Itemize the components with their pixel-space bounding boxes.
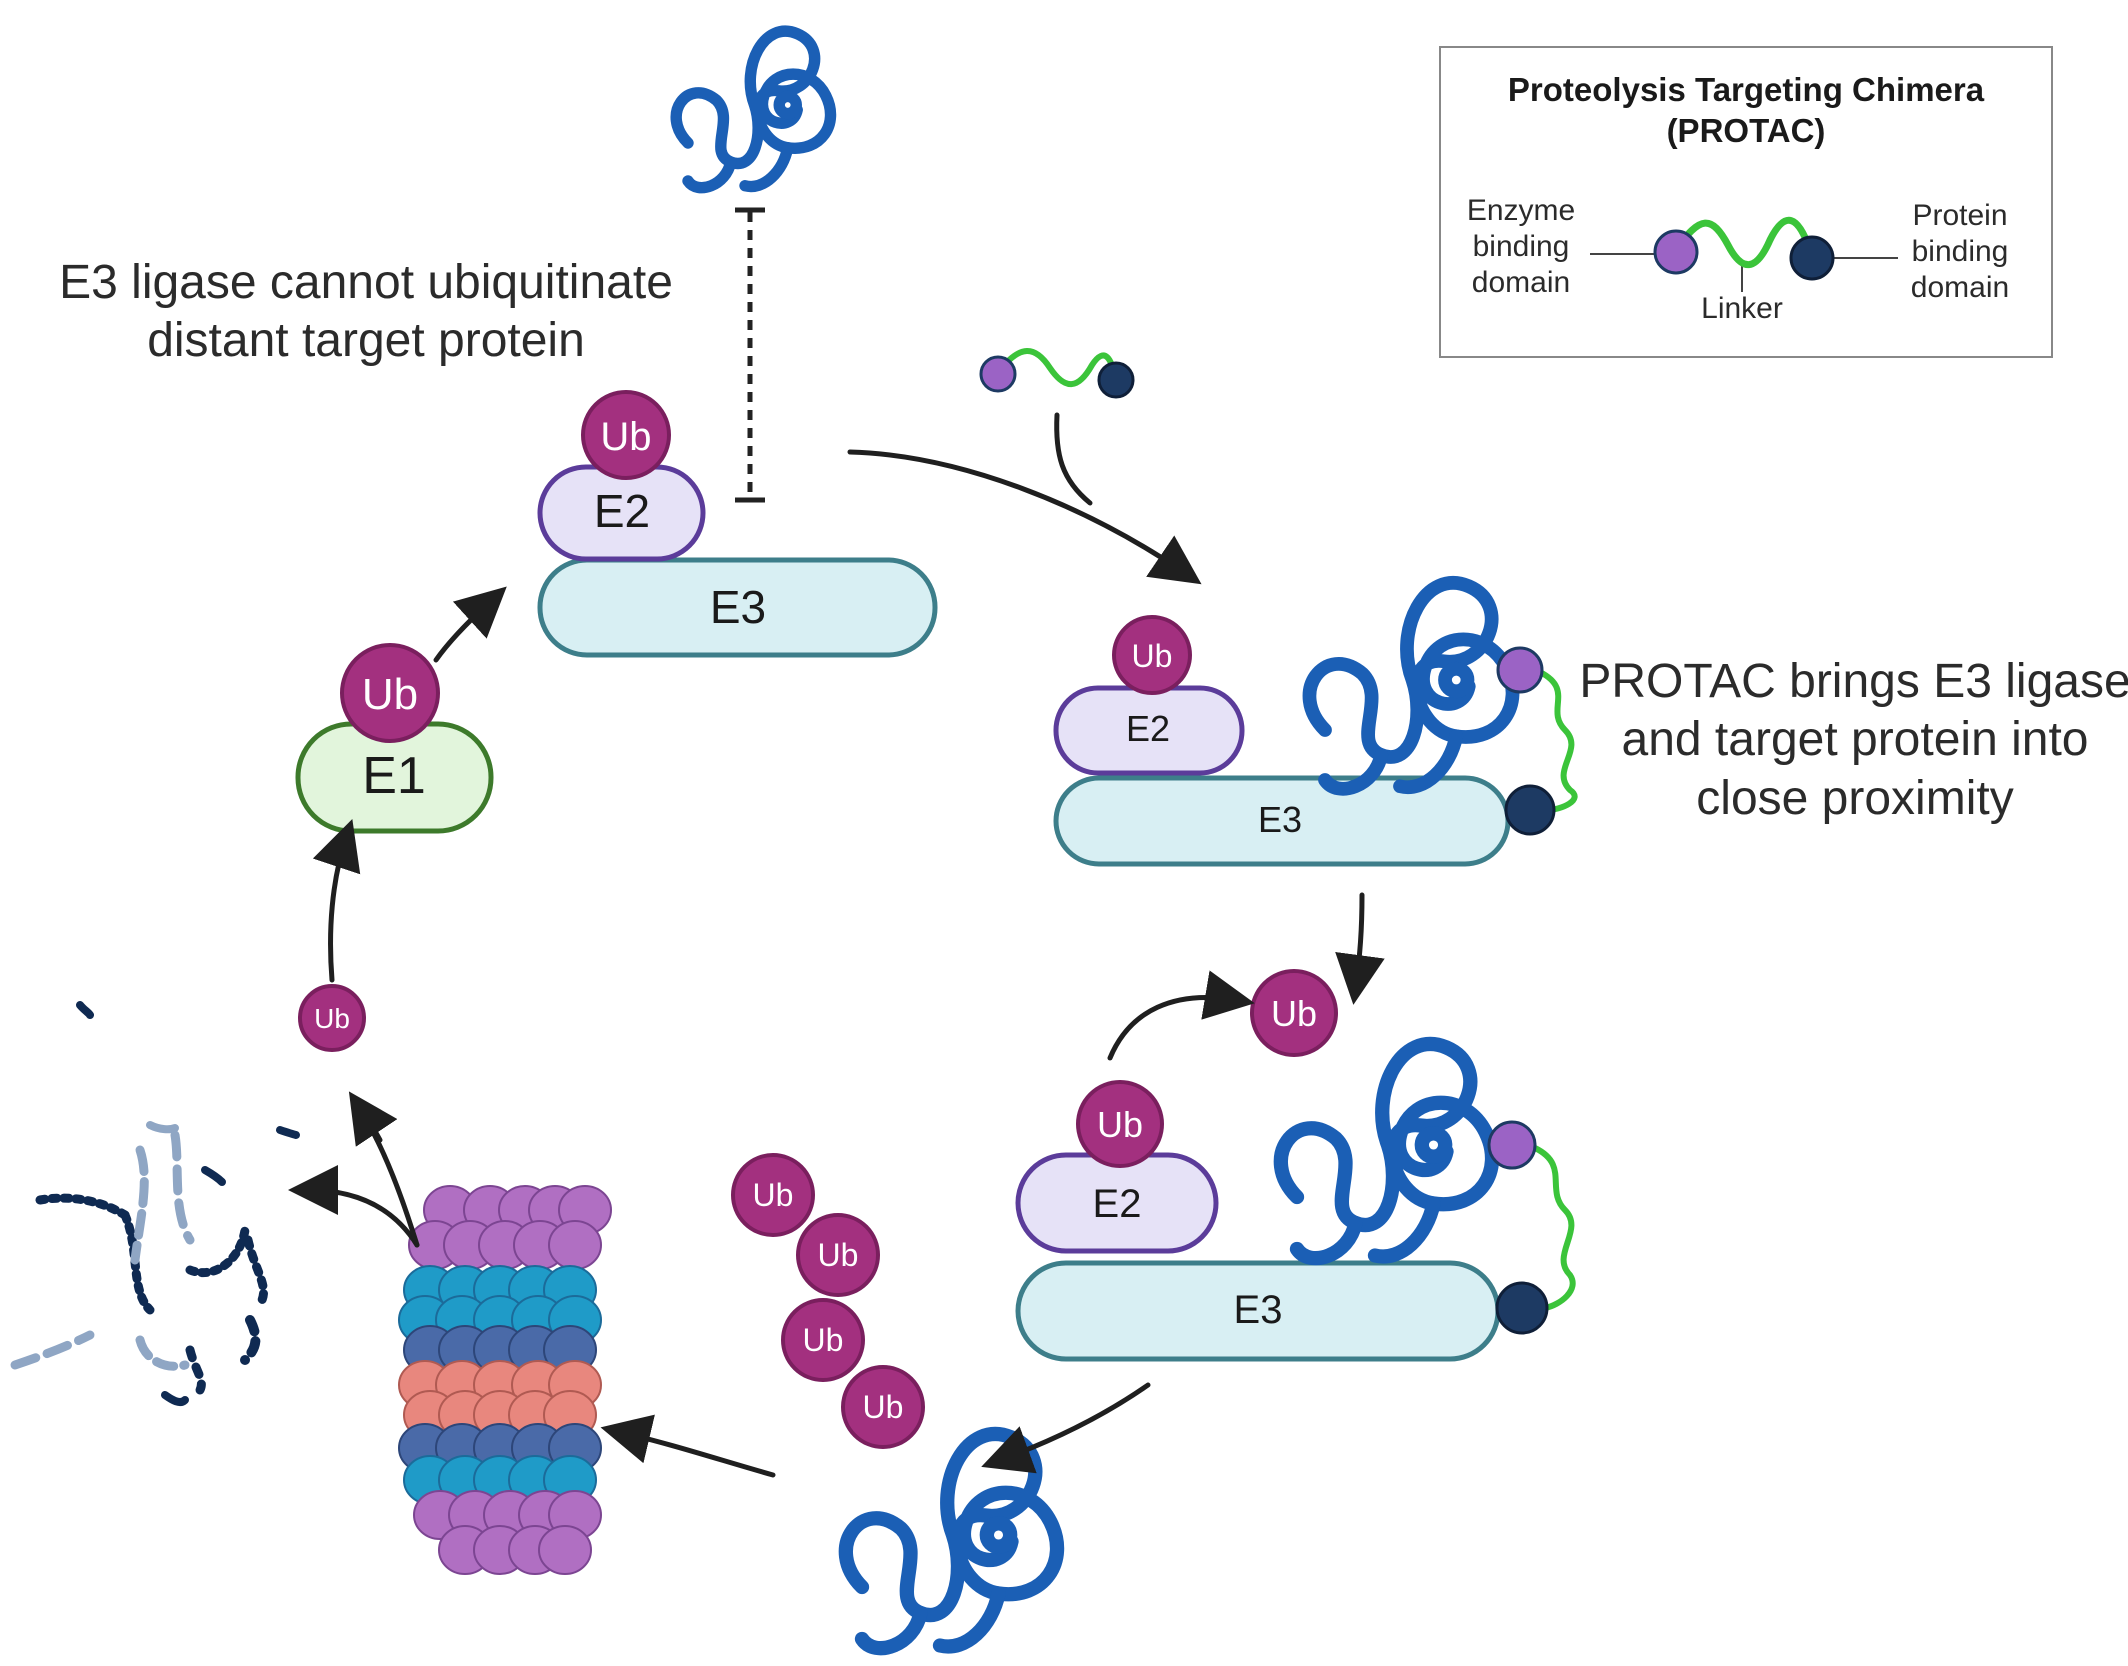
arrow-to-proteasome (600, 1414, 776, 1478)
svg-text:and target protein into: and target protein into (1622, 713, 2089, 766)
svg-text:E1: E1 (362, 747, 426, 805)
arrow-ub-to-e1 (312, 819, 361, 983)
svg-text:close proximity: close proximity (1696, 772, 2013, 825)
protac-linker-right (1537, 669, 1578, 813)
svg-text:Ub: Ub (818, 1237, 859, 1273)
svg-text:Ub: Ub (1132, 638, 1173, 674)
proteasome-icon (398, 1185, 612, 1575)
proteasome-subunit (538, 1525, 592, 1575)
ubiquitin-e1: Ub (340, 643, 440, 743)
caption-protac-proximity: PROTAC brings E3 ligase and target prote… (1579, 655, 2128, 825)
protac-enzyme-domain-bottom (1487, 1120, 1537, 1170)
protein-binding-domain-label: Protein binding domain (1911, 199, 2009, 304)
arrow-proteasome-to-peptides (288, 1165, 420, 1248)
degraded-peptide-fragments (10, 1001, 300, 1407)
legend-protein-domain-icon (1789, 235, 1835, 281)
arrow-protac-joins (1054, 412, 1093, 506)
e2-enzyme-top: E2 (537, 464, 706, 562)
ubiquitin-top: Ub (581, 390, 671, 480)
svg-text:Ub: Ub (1271, 993, 1317, 1034)
e2-enzyme-right: E2 (1053, 685, 1245, 776)
svg-text:domain: domain (1911, 271, 2009, 304)
protac-linker-bottom (1532, 1145, 1576, 1311)
ubiquitin-transferred: Ub (1250, 969, 1338, 1057)
protac-protein-domain-bottom (1495, 1281, 1549, 1335)
ubiquitin-chain-4: Ub (841, 1365, 925, 1449)
arrow-to-polyub (981, 1382, 1151, 1474)
protac-molecule-free (979, 348, 1135, 399)
arrow-proteasome-to-ub (357, 1107, 420, 1248)
legend-linker-chain (1672, 216, 1814, 269)
polyubiquitinated-protein: Ub Ub Ub Ub (731, 1153, 1057, 1648)
enzyme-binding-domain-label: Enzyme binding domain (1467, 194, 1575, 299)
svg-text:PROTAC brings E3 ligase: PROTAC brings E3 ligase (1579, 655, 2128, 708)
svg-text:Ub: Ub (863, 1389, 904, 1425)
e1-enzyme: E1 (295, 721, 494, 834)
proteasome-subunit (548, 1220, 602, 1270)
svg-text:E3 ligase cannot ubiquitinate: E3 ligase cannot ubiquitinate (59, 256, 673, 309)
svg-text:Ub: Ub (362, 670, 418, 719)
caption-distant-protein: E3 ligase cannot ubiquitinate distant ta… (59, 256, 673, 367)
svg-text:Ub: Ub (314, 1003, 350, 1034)
legend-title-line2: (PROTAC) (1667, 112, 1826, 149)
e2-enzyme-bottom: E2 (1015, 1152, 1219, 1254)
svg-text:E2: E2 (1093, 1182, 1142, 1226)
protac-protein-domain-right (1504, 784, 1556, 836)
svg-text:Protein: Protein (1912, 199, 2007, 232)
e3-ligase-right: E3 (1053, 775, 1511, 867)
distant-target-protein (676, 31, 830, 188)
target-protein-bottom (1281, 1044, 1492, 1258)
svg-text:binding: binding (1473, 230, 1570, 263)
svg-text:Ub: Ub (803, 1322, 844, 1358)
svg-text:distant target protein: distant target protein (147, 314, 585, 367)
legend-enzyme-domain-icon (1653, 229, 1699, 275)
e3-ligase-top: E3 (537, 557, 938, 658)
svg-text:E2: E2 (1126, 708, 1170, 749)
ubiquitin-chain-3: Ub (781, 1298, 865, 1382)
arrow-ub-transfer (1107, 970, 1255, 1061)
legend-title-line1: Proteolysis Targeting Chimera (1508, 71, 1985, 108)
arrow-e1-to-e2 (433, 586, 507, 663)
svg-text:E3: E3 (1258, 799, 1302, 840)
svg-text:binding: binding (1912, 235, 2009, 268)
svg-text:Ub: Ub (753, 1177, 794, 1213)
ubiquitin-chain-1: Ub (731, 1153, 815, 1237)
inhibition-line (735, 207, 765, 503)
linker-label: Linker (1701, 292, 1783, 325)
e3-ligase-bottom: E3 (1015, 1260, 1501, 1362)
cycle-arrows (288, 412, 1385, 1478)
svg-text:Enzyme: Enzyme (1467, 194, 1575, 227)
svg-text:domain: domain (1472, 266, 1570, 299)
svg-text:Ub: Ub (600, 415, 651, 459)
legend-box: Proteolysis Targeting Chimera (PROTAC) E… (1439, 46, 2053, 358)
protac-enzyme-domain-right (1496, 646, 1544, 694)
arrow-top-to-right (847, 449, 1202, 585)
target-protein-right (1309, 583, 1512, 789)
svg-text:Ub: Ub (1097, 1104, 1143, 1145)
arrow-right-to-bottom (1335, 892, 1385, 1005)
ubiquitin-chain-2: Ub (796, 1213, 880, 1297)
svg-text:E2: E2 (594, 485, 650, 537)
ubiquitin-free: Ub (298, 984, 366, 1052)
svg-text:E3: E3 (710, 581, 766, 633)
ubiquitin-on-e2-bottom: Ub (1076, 1080, 1164, 1168)
ubiquitin-right: Ub (1112, 615, 1192, 695)
svg-text:E3: E3 (1234, 1288, 1283, 1332)
